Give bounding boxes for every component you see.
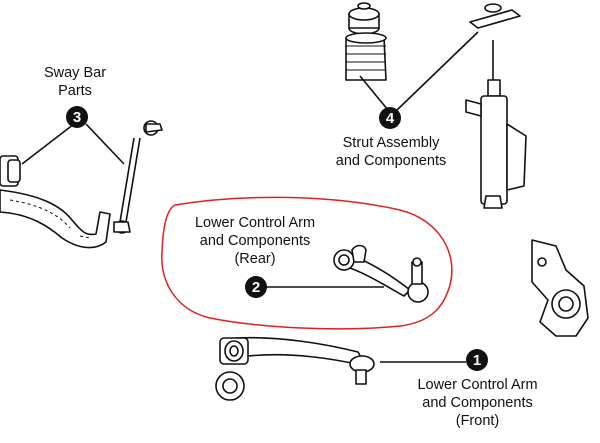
callout-2-marker: 2 — [245, 276, 267, 298]
callout-1-number: 1 — [473, 352, 481, 369]
front-arm-bushing-illustration — [215, 371, 245, 401]
front-control-arm-illustration — [219, 336, 375, 385]
callout-3-leader-left — [21, 123, 75, 165]
callout-2-label: Lower Control Arm and Components (Rear) — [180, 214, 330, 268]
callout-4-label-line: Strut Assembly — [342, 135, 440, 151]
callout-2-label-line: Lower Control Arm — [194, 215, 316, 231]
callout-4-number: 4 — [386, 110, 395, 127]
rear-control-arm-illustration — [333, 244, 429, 303]
callout-4-marker: 4 — [379, 107, 401, 129]
callout-4-label-line: and Components — [335, 153, 447, 169]
callout-1-label-line: (Front) — [455, 413, 500, 429]
callout-3-label-line: Sway Bar — [43, 65, 107, 81]
callout-1-label-line: and Components — [422, 395, 533, 411]
callout-3-label: Sway Bar Parts — [20, 64, 130, 100]
callout-4-leader-right — [396, 31, 479, 111]
strut-top-plate-illustration — [469, 3, 521, 29]
callout-3-label-line: Parts — [58, 83, 92, 99]
sway-bar-illustration — [0, 120, 163, 249]
steering-knuckle-illustration — [531, 239, 589, 337]
strut-body-illustration — [465, 40, 527, 209]
callout-1-label-line: Lower Control Arm — [417, 377, 538, 393]
highlight-outline — [161, 196, 453, 330]
callout-1-label: Lower Control Arm and Components (Front) — [400, 376, 555, 430]
callout-2-label-line: (Rear) — [234, 251, 276, 267]
callout-3-leader-right — [85, 123, 125, 165]
callout-1-marker: 1 — [466, 349, 488, 371]
callout-4-leader-left — [359, 75, 389, 111]
strut-mount-illustration — [348, 2, 380, 35]
callout-2-number: 2 — [252, 279, 260, 296]
strut-boot-illustration — [345, 32, 387, 81]
callout-3-number: 3 — [73, 109, 81, 126]
callout-2-label-line: and Components — [199, 233, 311, 249]
callout-4-label: Strut Assembly and Components — [316, 134, 466, 170]
callout-3-marker: 3 — [66, 106, 88, 128]
